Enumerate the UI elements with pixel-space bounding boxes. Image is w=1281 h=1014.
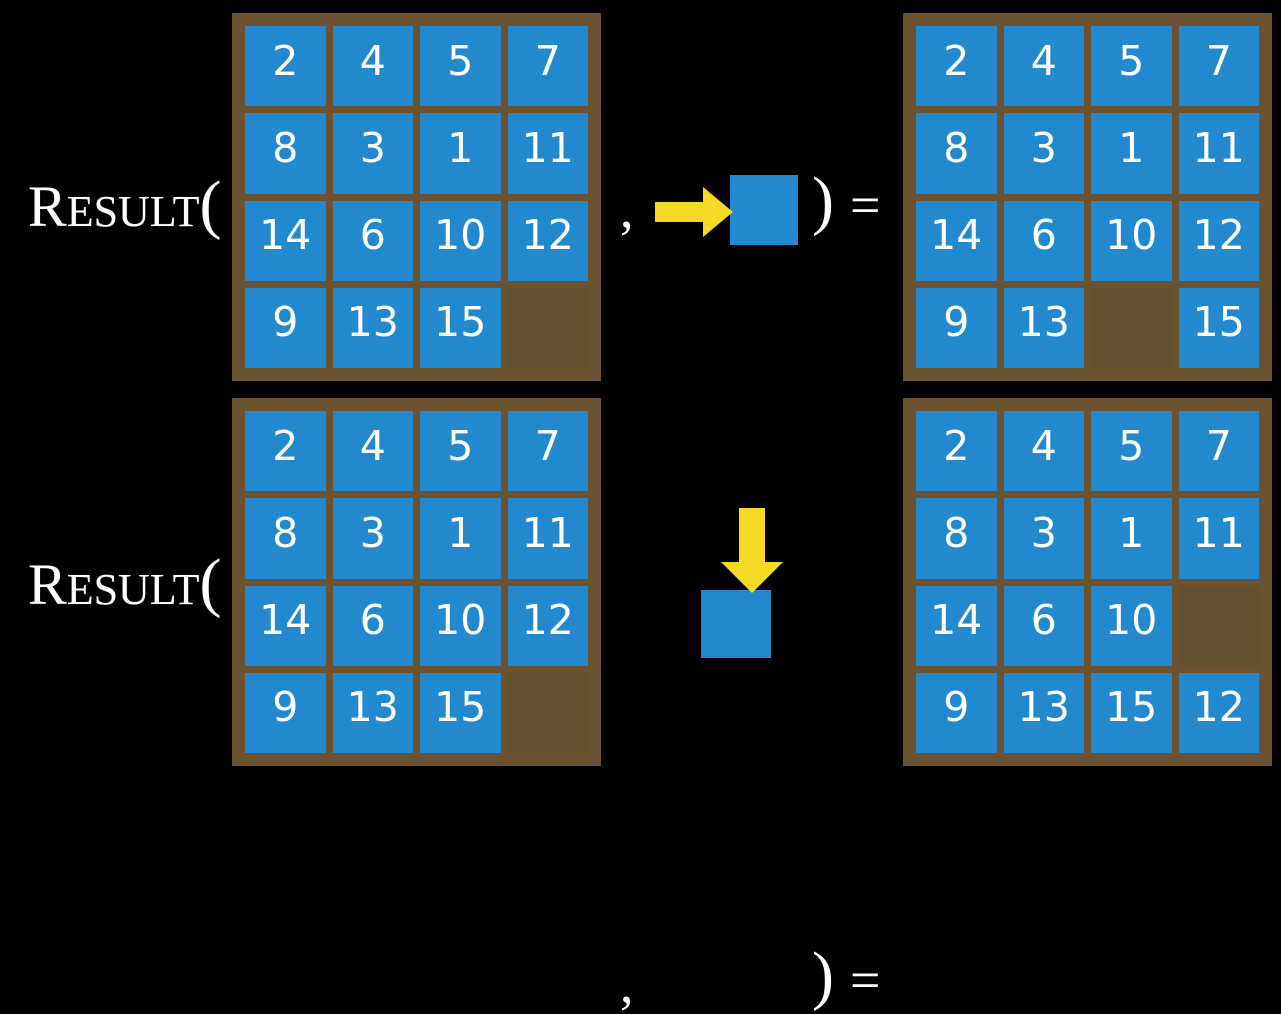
- tile[interactable]: 4: [332, 411, 413, 492]
- close-paren-bottom: ): [812, 939, 834, 1012]
- tile[interactable]: 9: [245, 287, 326, 368]
- tile[interactable]: 6: [1003, 200, 1084, 281]
- tile[interactable]: 6: [332, 200, 413, 281]
- equals-sign-top: =: [850, 175, 881, 235]
- tile[interactable]: 10: [420, 200, 501, 281]
- tile[interactable]: 8: [245, 498, 326, 579]
- tile[interactable]: 7: [1178, 411, 1259, 492]
- equation-row-slide-right: RESULT( 2 4 5 7 8 3 1 11 14 6 10 12 9 13…: [0, 0, 1281, 390]
- tile[interactable]: 6: [332, 585, 413, 666]
- argument-separator-comma-top: ,: [620, 179, 634, 239]
- tile[interactable]: 2: [245, 26, 326, 107]
- tile[interactable]: 1: [1091, 113, 1172, 194]
- tile[interactable]: 10: [420, 585, 501, 666]
- tile[interactable]: 11: [507, 113, 588, 194]
- tile[interactable]: 10: [1091, 200, 1172, 281]
- tile[interactable]: 11: [507, 498, 588, 579]
- move-down-operand[interactable]: [701, 508, 783, 663]
- tile[interactable]: 7: [1178, 26, 1259, 107]
- tile[interactable]: 12: [1178, 200, 1259, 281]
- tile[interactable]: 11: [1178, 498, 1259, 579]
- equals-sign-bottom: =: [850, 950, 881, 1010]
- tile[interactable]: 13: [332, 287, 413, 368]
- tile[interactable]: 8: [916, 113, 997, 194]
- argument-separator-comma-bottom: ,: [620, 954, 634, 1014]
- tile[interactable]: 5: [1091, 411, 1172, 492]
- tile[interactable]: 9: [916, 287, 997, 368]
- tile[interactable]: 8: [245, 113, 326, 194]
- tile[interactable]: 7: [507, 26, 588, 107]
- tile[interactable]: 1: [1091, 498, 1172, 579]
- tile[interactable]: 3: [1003, 113, 1084, 194]
- result-label-rest-bottom: ESULT: [66, 565, 200, 614]
- tile[interactable]: 7: [507, 411, 588, 492]
- input-board-top[interactable]: 2 4 5 7 8 3 1 11 14 6 10 12 9 13 15: [232, 13, 601, 381]
- tile[interactable]: 2: [245, 411, 326, 492]
- tile[interactable]: 2: [916, 411, 997, 492]
- tile[interactable]: 12: [1178, 672, 1259, 753]
- tile[interactable]: 3: [1003, 498, 1084, 579]
- result-label-rest-top: ESULT: [66, 187, 200, 236]
- input-board-bottom[interactable]: 2 4 5 7 8 3 1 11 14 6 10 12 9 13 15: [232, 398, 601, 766]
- tile[interactable]: 15: [1178, 287, 1259, 368]
- move-right-operand[interactable]: [655, 172, 800, 252]
- blank-tile[interactable]: [1091, 287, 1172, 368]
- tile[interactable]: 3: [332, 113, 413, 194]
- arrow-down-icon: [721, 508, 783, 593]
- tile[interactable]: 14: [916, 585, 997, 666]
- equation-row-slide-down: RESULT( 2 4 5 7 8 3 1 11 14 6 10 12 9 13…: [0, 390, 1281, 1011]
- tile[interactable]: 12: [507, 200, 588, 281]
- tile[interactable]: 1: [420, 113, 501, 194]
- tile[interactable]: 14: [916, 200, 997, 281]
- blank-tile[interactable]: [1178, 585, 1259, 666]
- tile[interactable]: 12: [507, 585, 588, 666]
- blank-tile[interactable]: [507, 287, 588, 368]
- operand-tile-top[interactable]: [730, 175, 798, 245]
- tile[interactable]: 13: [1003, 287, 1084, 368]
- open-paren-bottom: (: [199, 546, 222, 619]
- tile[interactable]: 15: [1091, 672, 1172, 753]
- tile[interactable]: 13: [332, 672, 413, 753]
- tile[interactable]: 5: [1091, 26, 1172, 107]
- tile[interactable]: 5: [420, 26, 501, 107]
- arrow-right-icon: [655, 187, 733, 237]
- tile[interactable]: 10: [1091, 585, 1172, 666]
- tile[interactable]: 14: [245, 585, 326, 666]
- tile[interactable]: 5: [420, 411, 501, 492]
- result-function-label-top: RESULT(: [28, 172, 222, 238]
- output-board-bottom[interactable]: 2 4 5 7 8 3 1 11 14 6 10 9 13 15 12: [903, 398, 1272, 766]
- tile[interactable]: 14: [245, 200, 326, 281]
- tile[interactable]: 2: [916, 26, 997, 107]
- operand-tile-bottom[interactable]: [701, 590, 771, 658]
- tile[interactable]: 4: [1003, 411, 1084, 492]
- tile[interactable]: 4: [332, 26, 413, 107]
- output-board-top[interactable]: 2 4 5 7 8 3 1 11 14 6 10 12 9 13 15: [903, 13, 1272, 381]
- tile[interactable]: 3: [332, 498, 413, 579]
- result-label-cap-top: R: [28, 174, 67, 239]
- tile[interactable]: 13: [1003, 672, 1084, 753]
- tile[interactable]: 9: [916, 672, 997, 753]
- tile[interactable]: 15: [420, 287, 501, 368]
- result-label-cap-bottom: R: [28, 552, 67, 617]
- tile[interactable]: 15: [420, 672, 501, 753]
- tile[interactable]: 9: [245, 672, 326, 753]
- tile[interactable]: 8: [916, 498, 997, 579]
- blank-tile[interactable]: [507, 672, 588, 753]
- tile[interactable]: 6: [1003, 585, 1084, 666]
- result-function-label-bottom: RESULT(: [28, 550, 222, 616]
- tile[interactable]: 11: [1178, 113, 1259, 194]
- tile[interactable]: 1: [420, 498, 501, 579]
- tile[interactable]: 4: [1003, 26, 1084, 107]
- close-paren-top: ): [812, 164, 834, 237]
- open-paren-top: (: [199, 168, 222, 241]
